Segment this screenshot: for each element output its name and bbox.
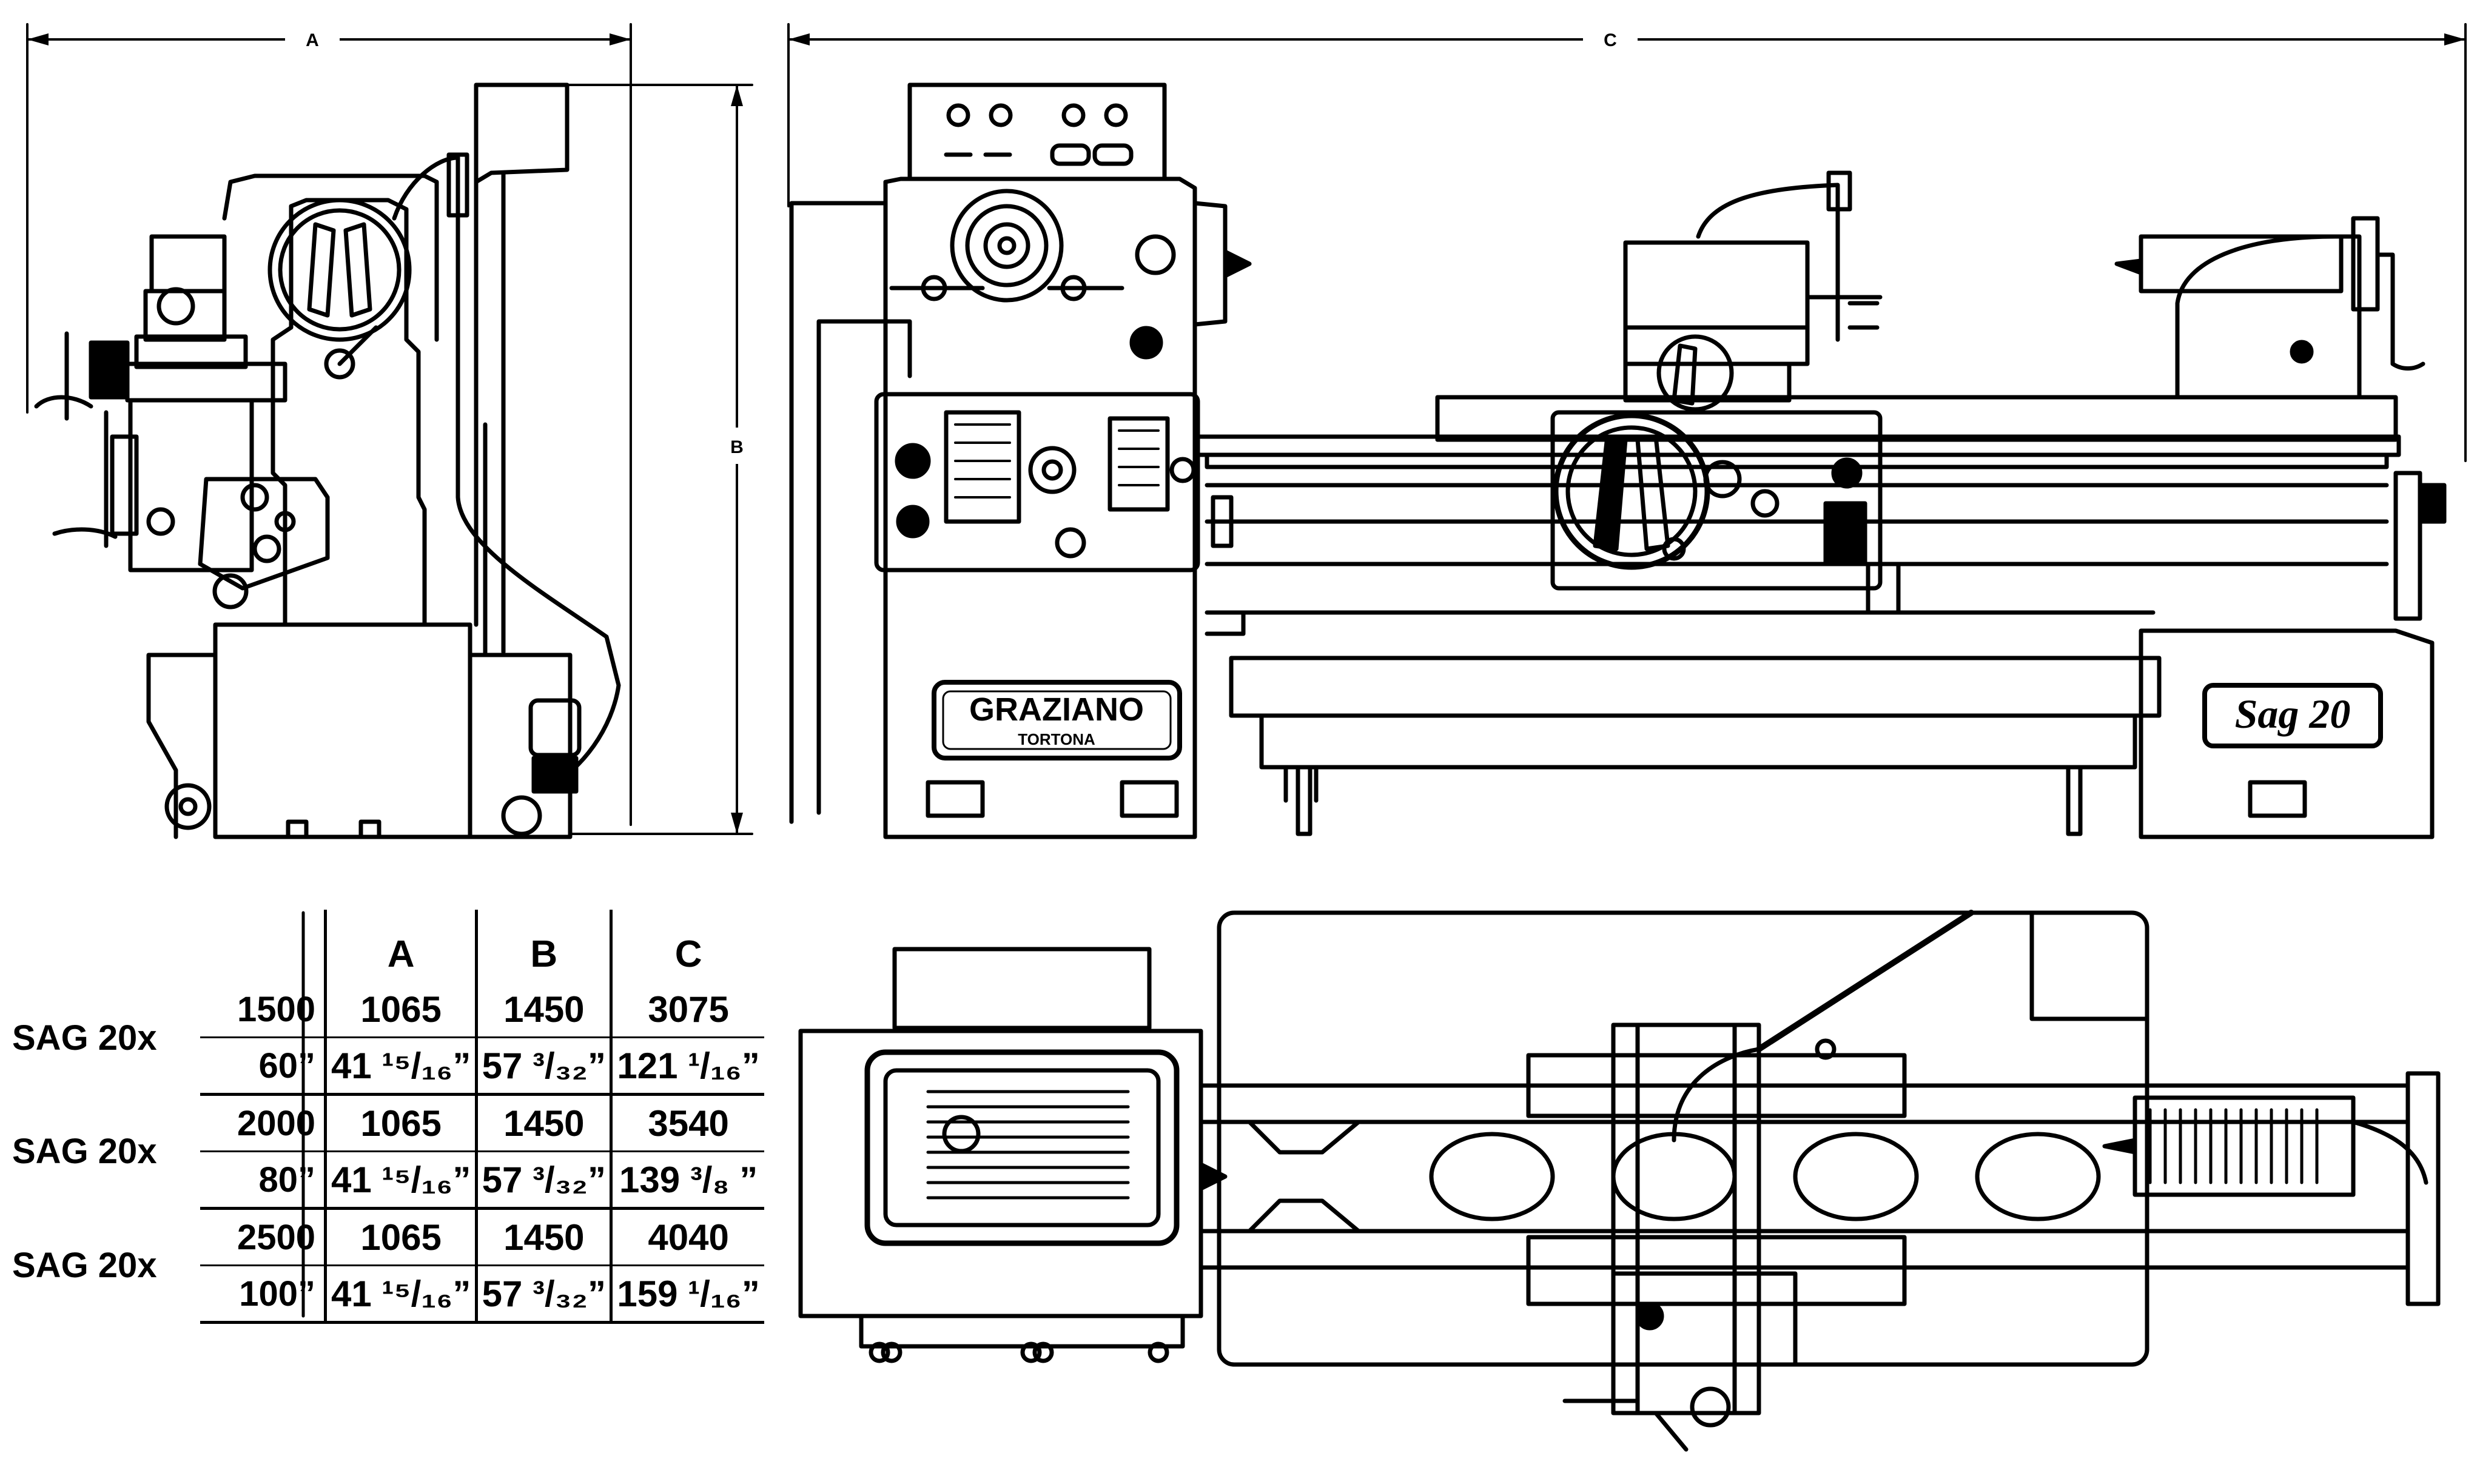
b-mm-cell: 1450 <box>475 1208 611 1266</box>
dimension-a-label: A <box>306 30 319 50</box>
a-in-cell: 41 ¹⁵/₁₆” <box>323 1265 477 1324</box>
maker-name: GRAZIANO <box>969 691 1144 728</box>
header-c: C <box>610 910 764 982</box>
c-mm-cell: 4040 <box>610 1208 764 1266</box>
size-metric-cell: 2500 <box>200 1208 326 1266</box>
size-metric-cell: 1500 <box>200 982 326 1038</box>
b-mm-cell: 1450 <box>475 1094 611 1152</box>
table-row: 80” 41 ¹⁵/₁₆” 57 ³/₃₂” 139 ³/₈ ” <box>6 1151 764 1210</box>
a-in-cell: 41 ¹⁵/₁₆” <box>323 1037 477 1096</box>
table-row: 60” 41 ¹⁵/₁₆” 57 ³/₃₂” 121 ¹/₁₆” <box>6 1037 764 1096</box>
size-metric-cell: 2000 <box>200 1094 326 1152</box>
table-row: SAG 20x 2000 1065 1450 3540 <box>6 1094 764 1171</box>
c-mm-cell: 3540 <box>610 1094 764 1152</box>
b-in-cell: 57 ³/₃₂” <box>475 1037 611 1096</box>
top-view <box>798 910 2441 1452</box>
dimension-a: A <box>26 23 632 826</box>
a-in-cell: 41 ¹⁵/₁₆” <box>323 1151 477 1210</box>
c-in-cell: 139 ³/₈ ” <box>610 1151 764 1210</box>
header-model <box>6 910 200 982</box>
size-imperial-cell: 100” <box>200 1265 326 1324</box>
a-mm-cell: 1065 <box>323 1094 477 1152</box>
dimension-b: B <box>557 84 753 835</box>
size-imperial-cell: 60” <box>200 1037 326 1096</box>
table-row: 100” 41 ¹⁵/₁₆” 57 ³/₃₂” 159 ¹/₁₆” <box>6 1265 764 1324</box>
maker-city: TORTONA <box>1018 730 1095 748</box>
model-cell: SAG 20x <box>12 1246 157 1285</box>
model-cell: SAG 20x <box>12 1132 157 1171</box>
dimensions-table: A B C SAG 20x 1500 1065 1450 3075 60” 41… <box>6 910 764 1324</box>
b-in-cell: 57 ³/₃₂” <box>475 1265 611 1324</box>
c-in-cell: 159 ¹/₁₆” <box>610 1265 764 1324</box>
b-in-cell: 57 ³/₃₂” <box>475 1151 611 1210</box>
front-view: GRAZIANO TORTONA Sag 20 <box>789 82 2447 839</box>
b-mm-cell: 1450 <box>475 982 611 1038</box>
table-row: SAG 20x 1500 1065 1450 3075 <box>6 982 764 1058</box>
header-size <box>200 910 326 982</box>
dimension-c-label: C <box>1604 30 1617 50</box>
header-a: A <box>323 910 477 982</box>
model-cell: SAG 20x <box>12 1018 157 1058</box>
c-in-cell: 121 ¹/₁₆” <box>610 1037 764 1096</box>
a-mm-cell: 1065 <box>323 982 477 1038</box>
header-b: B <box>475 910 611 982</box>
table-row: SAG 20x 2500 1065 1450 4040 <box>6 1208 764 1285</box>
dimension-b-label: B <box>730 437 744 457</box>
size-imperial-cell: 80” <box>200 1151 326 1210</box>
dimension-c: C <box>787 23 2467 462</box>
a-mm-cell: 1065 <box>323 1208 477 1266</box>
c-mm-cell: 3075 <box>610 982 764 1038</box>
model-badge: Sag 20 <box>2235 691 2351 737</box>
end-view <box>34 82 621 839</box>
table-header-row: A B C <box>6 910 764 982</box>
